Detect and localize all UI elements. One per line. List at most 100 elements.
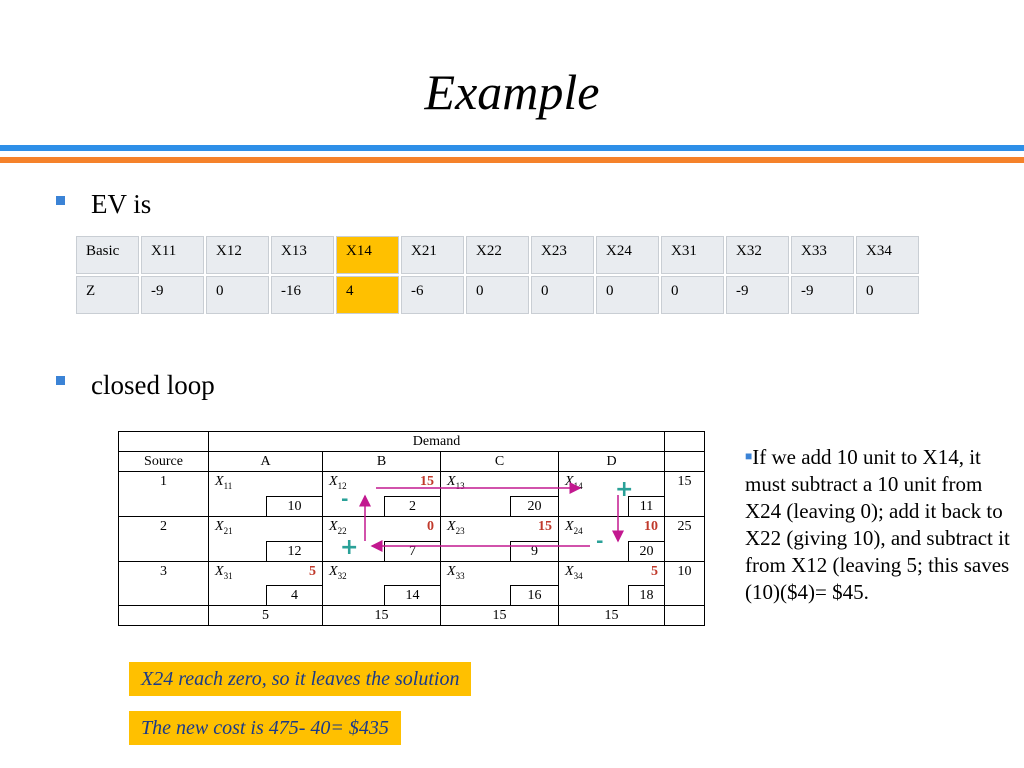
bullet-marker	[56, 376, 65, 385]
ev-value-cell: -9	[724, 274, 791, 316]
blank-cell	[118, 431, 209, 452]
ev-header-cell: X24	[594, 234, 661, 276]
demand-cell: 5	[208, 605, 323, 627]
var-cell: X21	[208, 515, 323, 542]
source-cell: 1	[118, 471, 209, 517]
cost-cell: 12	[266, 540, 323, 562]
ev-header-cell: X31	[659, 234, 726, 276]
blank-cell	[118, 605, 209, 627]
bullet-marker: ■	[745, 449, 753, 463]
bullet-closed-loop: closed loop	[91, 370, 215, 400]
column-header: C	[440, 451, 559, 472]
table-row: Source A B C D	[118, 451, 705, 472]
supply-cell: 15	[664, 471, 705, 517]
supply-cell: 10	[664, 560, 705, 607]
var-cell: X22 0	[322, 515, 441, 542]
demand-cell: 15	[440, 605, 559, 627]
title-divider-blue	[0, 145, 1024, 151]
var-label: X12	[329, 474, 347, 491]
demand-cell: 15	[558, 605, 665, 627]
sign-plus-x14: +	[615, 477, 634, 502]
var-cell: X34 5	[558, 560, 665, 586]
var-cell: X13	[440, 471, 559, 497]
sign-minus-x24: -	[596, 531, 604, 552]
var-cell: X12 15	[322, 471, 441, 497]
alloc-value: 5	[309, 563, 316, 579]
cost-cell: 18	[628, 585, 665, 607]
title-divider-orange	[0, 157, 1024, 163]
var-cell: X33	[440, 560, 559, 586]
bullet-marker	[56, 196, 65, 205]
var-cell: X32	[322, 560, 441, 586]
ev-header-cell: X11	[139, 234, 206, 276]
ev-value-cell: 0	[529, 274, 596, 316]
ev-value-cell: -9	[139, 274, 206, 316]
side-note-text: If we add 10 unit to X14, it must subtra…	[745, 445, 1010, 604]
alloc-value: 15	[538, 518, 552, 534]
sign-plus-x22: +	[340, 535, 359, 560]
alloc-value: 15	[420, 474, 434, 489]
cost-cell: 14	[384, 585, 441, 607]
cost-cell: 20	[510, 495, 559, 517]
var-label: X23	[447, 518, 465, 536]
supply-cell: 25	[664, 515, 705, 562]
source-cell: 3	[118, 560, 209, 607]
ev-header-cell: X22	[464, 234, 531, 276]
alloc-value: 5	[651, 563, 658, 579]
var-cell: X11	[208, 471, 323, 497]
var-label: X33	[447, 563, 465, 581]
var-label: X32	[329, 563, 347, 581]
ev-value-cell: 0	[594, 274, 661, 316]
ev-header-cell: Basic	[74, 234, 141, 276]
var-label: X31	[215, 563, 233, 581]
cost-cell: 16	[510, 585, 559, 607]
cost-cell: 2	[384, 495, 441, 517]
var-cell: X31 5	[208, 560, 323, 586]
blank-cell	[664, 431, 705, 452]
ev-value-cell: Z	[74, 274, 141, 316]
ev-header-cell: X23	[529, 234, 596, 276]
demand-header: Demand	[208, 431, 665, 452]
var-label: X14	[565, 474, 583, 491]
table-row: 10 2 20 11	[119, 495, 705, 517]
var-label: X11	[215, 474, 233, 491]
source-header: Source	[118, 451, 209, 472]
column-header: B	[322, 451, 441, 472]
column-header: D	[558, 451, 665, 472]
ev-header-cell: X33	[789, 234, 856, 276]
table-row: 5 15 15 15	[118, 605, 705, 627]
cost-cell: 11	[628, 495, 665, 517]
var-label: X34	[565, 563, 583, 581]
ev-value-cell-highlighted: 4	[334, 274, 401, 316]
cost-cell: 7	[384, 540, 441, 562]
table-row: Demand	[118, 431, 705, 452]
callout-new-cost: The new cost is 475- 40= $435	[129, 711, 401, 745]
closed-loop-figure: Demand Source A B C D 1 X11 X12 15 X13 X1…	[118, 431, 710, 627]
blank-cell	[664, 451, 705, 472]
var-label: X22	[329, 518, 347, 536]
source-cell: 2	[118, 515, 209, 562]
ev-value-cell: 0	[854, 274, 921, 316]
ev-table: Basic X11 X12 X13 X14 X21 X22 X23 X24 X3…	[74, 234, 921, 316]
blank-cell	[664, 605, 705, 627]
ev-value-cell: -9	[789, 274, 856, 316]
table-row: 3 X31 5 X32 X33 X34 5 10	[118, 560, 705, 607]
ev-value-row: Z -9 0 -16 4 -6 0 0 0 0 -9 -9 0	[74, 274, 921, 316]
var-label: X24	[565, 518, 583, 536]
var-cell: X23 15	[440, 515, 559, 542]
ev-value-cell: -6	[399, 274, 466, 316]
alloc-value: 0	[427, 518, 434, 534]
callout-leaves-solution: X24 reach zero, so it leaves the solutio…	[129, 662, 472, 696]
ev-header-row: Basic X11 X12 X13 X14 X21 X22 X23 X24 X3…	[74, 234, 921, 276]
var-label: X21	[215, 518, 233, 536]
ev-header-cell: X34	[854, 234, 921, 276]
ev-header-cell: X13	[269, 234, 336, 276]
demand-cell: 15	[322, 605, 441, 627]
cost-cell: 20	[628, 540, 665, 562]
ev-header-cell: X21	[399, 234, 466, 276]
ev-value-cell: 0	[659, 274, 726, 316]
ev-header-cell: X12	[204, 234, 271, 276]
ev-value-cell: -16	[269, 274, 336, 316]
